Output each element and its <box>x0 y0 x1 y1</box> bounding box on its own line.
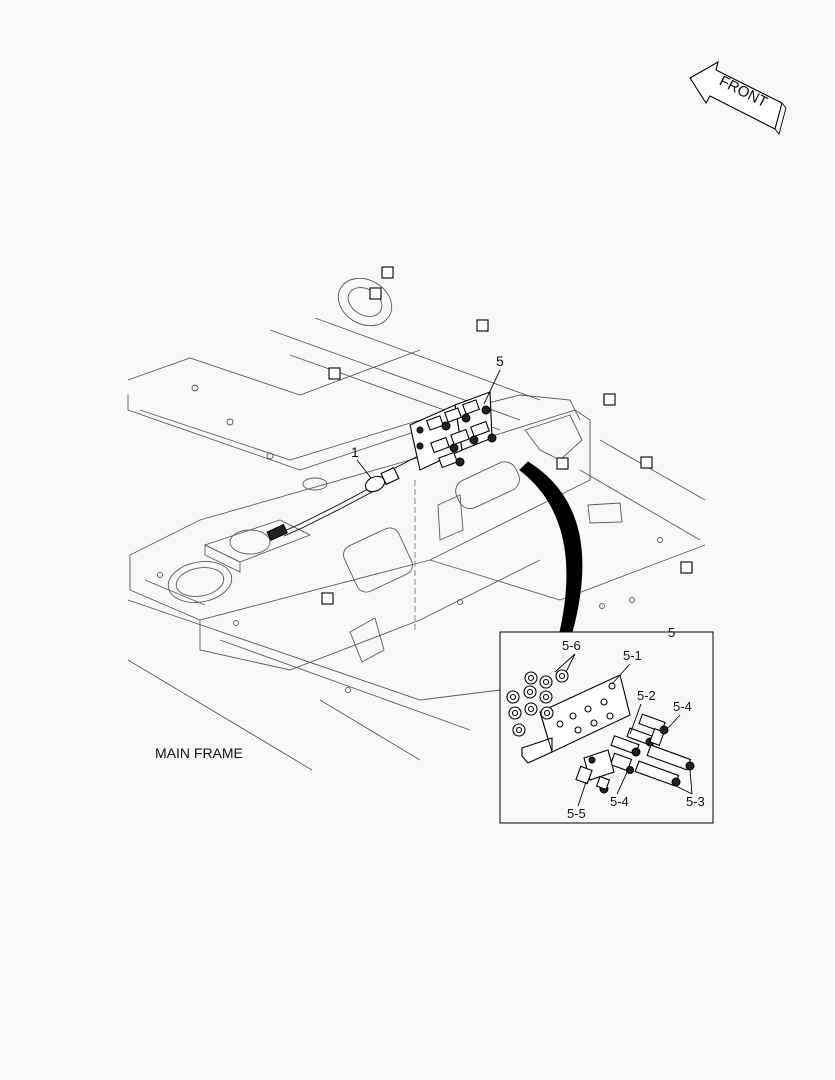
tee-fitting-5-5 <box>575 749 615 794</box>
label-5-2: 5-2 <box>637 688 656 703</box>
label-5-5: 5-5 <box>567 806 586 821</box>
label-5-1: 5-1 <box>623 648 642 663</box>
nuts-5-6 <box>506 669 569 737</box>
detail-pointer-arrow <box>519 461 583 633</box>
label-5-6: 5-6 <box>562 638 581 653</box>
label-5-4-upper: 5-4 <box>673 699 692 714</box>
sensor-with-harness <box>266 454 421 541</box>
fittings-group <box>416 399 497 469</box>
callout-1: 1 <box>351 444 359 460</box>
valve-block-assembly <box>409 391 497 471</box>
front-arrow-icon: FRONT <box>689 60 787 135</box>
label-5-3: 5-3 <box>686 794 705 809</box>
callout-5: 5 <box>496 353 504 369</box>
main-frame-structure <box>127 266 706 771</box>
detail-view-box: 5 <box>499 625 714 824</box>
label-5-4-lower: 5-4 <box>610 794 629 809</box>
fittings-detail <box>609 713 695 787</box>
main-frame-label: MAIN FRAME <box>155 745 243 761</box>
detail-title: 5 <box>668 625 675 640</box>
